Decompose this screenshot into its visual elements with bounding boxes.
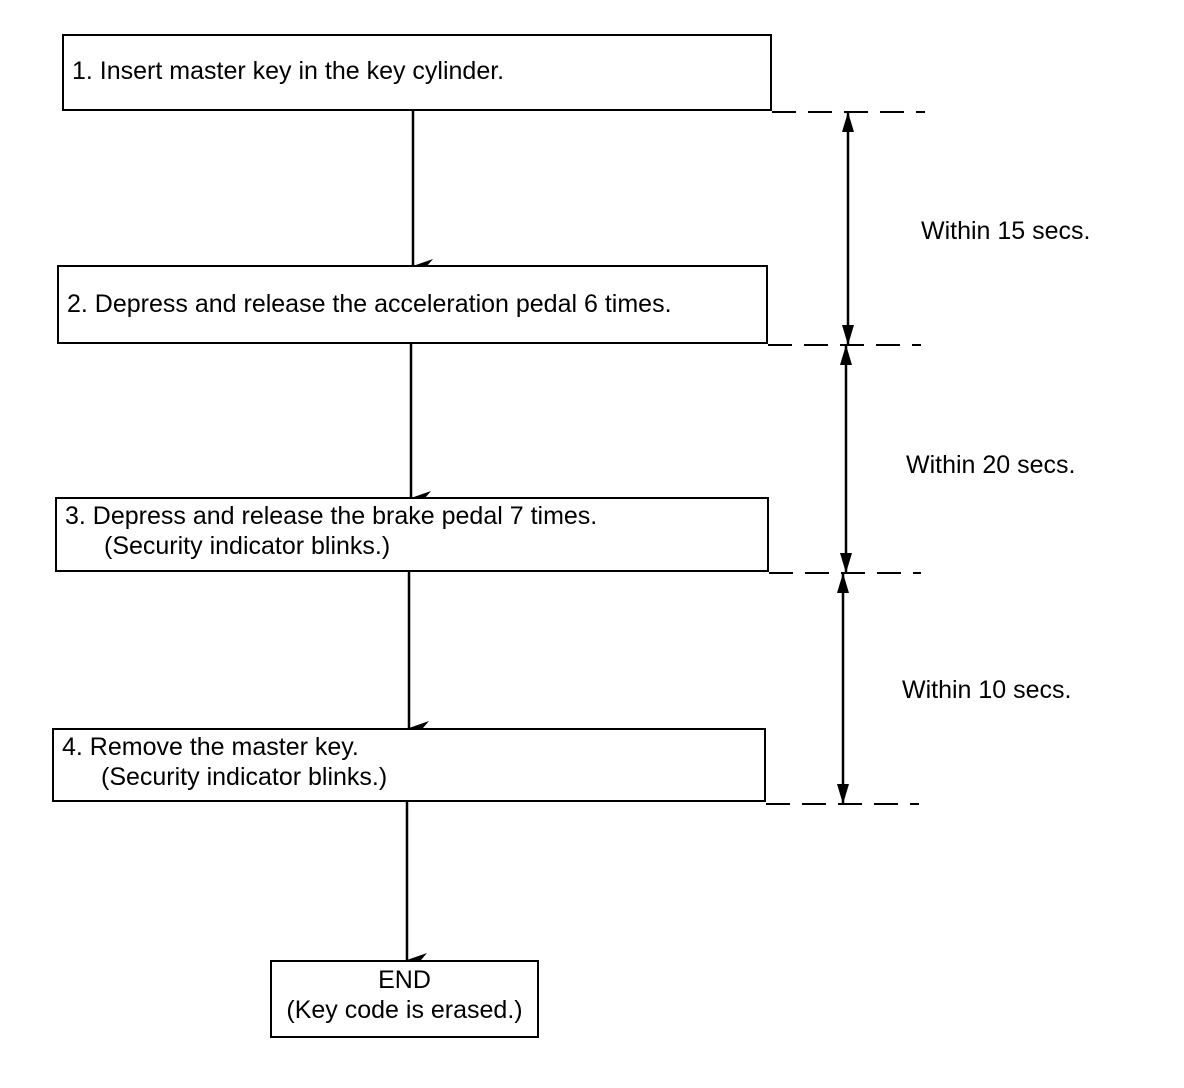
timing-arrow-2 — [840, 345, 852, 573]
step-2-text: 2. Depress and release the acceleration … — [67, 290, 672, 318]
interval-label-15: Within 15 secs. — [921, 217, 1091, 245]
step-2-box: 2. Depress and release the acceleration … — [57, 265, 768, 344]
end-title: END — [378, 966, 431, 994]
interval-label-20: Within 20 secs. — [906, 451, 1076, 479]
step-4-text: 4. Remove the master key. — [62, 733, 359, 761]
step-3-note: (Security indicator blinks.) — [104, 532, 391, 560]
step-3-box: 3. Depress and release the brake pedal 7… — [55, 497, 769, 572]
step-4-box: 4. Remove the master key. (Security indi… — [52, 728, 766, 802]
step-1-box: 1. Insert master key in the key cylinder… — [62, 34, 772, 111]
end-note: (Key code is erased.) — [286, 996, 523, 1024]
end-box: END (Key code is erased.) — [270, 960, 539, 1038]
timing-arrow-1 — [842, 112, 854, 345]
interval-label-10: Within 10 secs. — [902, 676, 1072, 704]
step-4-note: (Security indicator blinks.) — [101, 763, 388, 791]
step-3-text: 3. Depress and release the brake pedal 7… — [65, 502, 598, 530]
timing-arrow-3 — [837, 573, 849, 804]
step-1-text: 1. Insert master key in the key cylinder… — [72, 57, 505, 85]
